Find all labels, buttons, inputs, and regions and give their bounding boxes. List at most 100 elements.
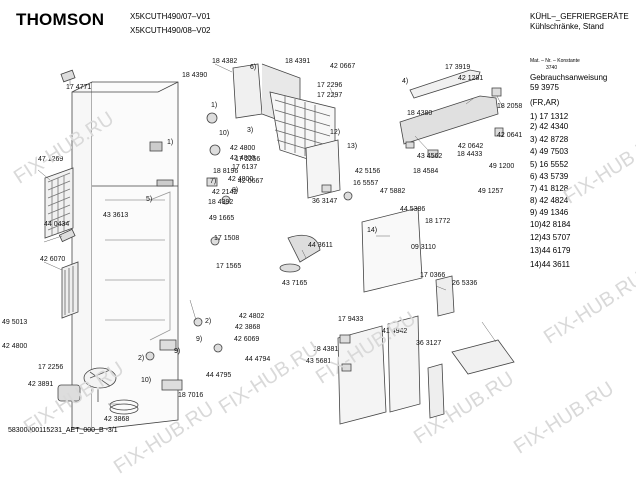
manual-label: Gebrauchsanweisung [530,73,608,82]
brand-title: THOMSON [16,10,105,29]
part-number: 42 4800 [228,176,254,183]
callout-number: 5) [146,196,153,203]
part-number: 17 2296 [317,82,343,89]
mat-label: Mat. – Nr. – Konstante [530,58,580,64]
part-number: 44 3611 [308,242,333,249]
part-number: 42 3891 [28,381,54,388]
part-number: 42 0641 [497,132,523,139]
part-number: 17 1508 [214,235,240,242]
manual-number: 59 3975 [530,83,559,92]
cover-panels [305,139,515,425]
part-number: 42 4800 [2,343,28,350]
part-number: 49 5013 [2,319,28,326]
part-number: 42 0642 [458,143,484,150]
part-number: 17 2256 [235,156,261,163]
part-number: 41 4942 [382,328,408,335]
part-number: 43 5681 [306,358,332,365]
small-parts [58,69,504,391]
part-number: 42 4800 [230,145,256,152]
callout-number: 13) [347,143,358,150]
reference-item: 12)43 5707 [530,233,571,242]
part-number: 49 1665 [209,215,235,222]
part-number: 42 5156 [355,168,381,175]
part-number: 17 4771 [66,84,92,91]
part-number: 18 2058 [497,103,523,110]
part-number: 44 4795 [206,372,232,379]
reference-item: 1) 17 1312 [530,112,569,121]
reference-item: 2) 42 4340 [530,122,569,131]
part-number: 42 3868 [235,324,261,331]
part-number: 18 4584 [413,168,439,175]
control-bar [399,69,499,145]
manual-language: (FR,AR) [530,98,560,107]
category-subtitle: Kühlschränke, Stand [530,22,604,31]
reference-item: 7) 41 8128 [530,184,569,193]
compressor [57,384,81,402]
callout-number: 2) [205,318,212,325]
reference-item: 6) 43 5739 [530,172,569,181]
part-number: 09 3110 [411,244,436,251]
callout-number: 1) [167,139,174,146]
part-number: 44 5386 [400,206,426,213]
part-number: 42 0667 [238,178,264,185]
callout-number: 9) [196,336,203,343]
part-number: 42 6070 [40,256,66,263]
rear-condenser [61,261,79,319]
model-number-2: X5KCUTH490/08–V02 [130,26,211,35]
reference-item: 8) 42 4824 [530,196,569,205]
part-number: 18 4392 [208,199,234,206]
mat-value: 3740 [546,65,558,71]
part-number: 18 4391 [285,58,311,65]
page-indicator: -3/1 [105,427,118,434]
part-number: 44 4794 [245,356,271,363]
callout-number: 3) [247,127,254,134]
document-id: 58300000115231_AET_000_B [8,427,104,434]
part-number: 18 4382 [212,58,238,65]
callout-number: 10) [141,377,152,384]
part-number: 42 3868 [104,416,130,423]
document-footer: 58300000115231_AET_000_B -3/1 [8,427,118,434]
power-cable [109,399,139,415]
part-number: 42 2142 [212,189,238,196]
callout-number: 14) [367,227,378,234]
part-number: 18 8196 [213,168,239,175]
exploded-parts-diagram [37,63,515,431]
part-number: 18 7016 [178,392,204,399]
part-number: 17 6137 [232,164,258,171]
reference-item: 5) 16 5552 [530,160,569,169]
part-number: 36 3147 [312,198,338,205]
part-number: 17 2297 [317,92,343,99]
category-title: KÜHL–_GEFRIERGERÄTE [530,12,629,21]
part-number: 42 6069 [234,336,260,343]
callout-number: 1) [211,102,218,109]
part-number: 42 0667 [330,63,356,70]
reference-item: 4) 49 7503 [530,147,569,156]
part-number: 18 4380 [407,110,433,117]
reference-item: 14)44 3611 [530,260,570,269]
reference-item: 3) 42 8728 [530,135,569,144]
part-number: 17 9433 [338,316,364,323]
part-number: 18 4390 [182,72,208,79]
callout-number: 2) [138,355,145,362]
part-number: 43 4562 [417,153,443,160]
part-number: 18 4381 [313,346,339,353]
reference-item: 10)42 8184 [530,220,571,229]
callout-number: 7) [210,178,217,185]
part-number: 42 1281 [458,75,484,82]
fan-unit [83,367,117,402]
part-number: 17 3919 [445,64,471,71]
reference-item: 13)44 6179 [530,246,571,255]
part-number: 17 1565 [216,263,242,270]
part-number: 42 4802 [239,313,265,320]
callout-number: 6) [250,64,257,71]
callout-number: 8) [232,187,239,194]
part-number: 18 1772 [425,218,451,225]
part-number: 49 1257 [478,188,504,195]
part-number: 16 5557 [353,180,379,187]
reference-item: 9) 49 1346 [530,208,569,217]
part-number: 44 0434 [44,221,70,228]
part-number: 43 7165 [282,280,308,287]
part-number: 47 5882 [380,188,406,195]
part-number: 18 4433 [457,151,483,158]
part-number: 17 0366 [420,272,446,279]
